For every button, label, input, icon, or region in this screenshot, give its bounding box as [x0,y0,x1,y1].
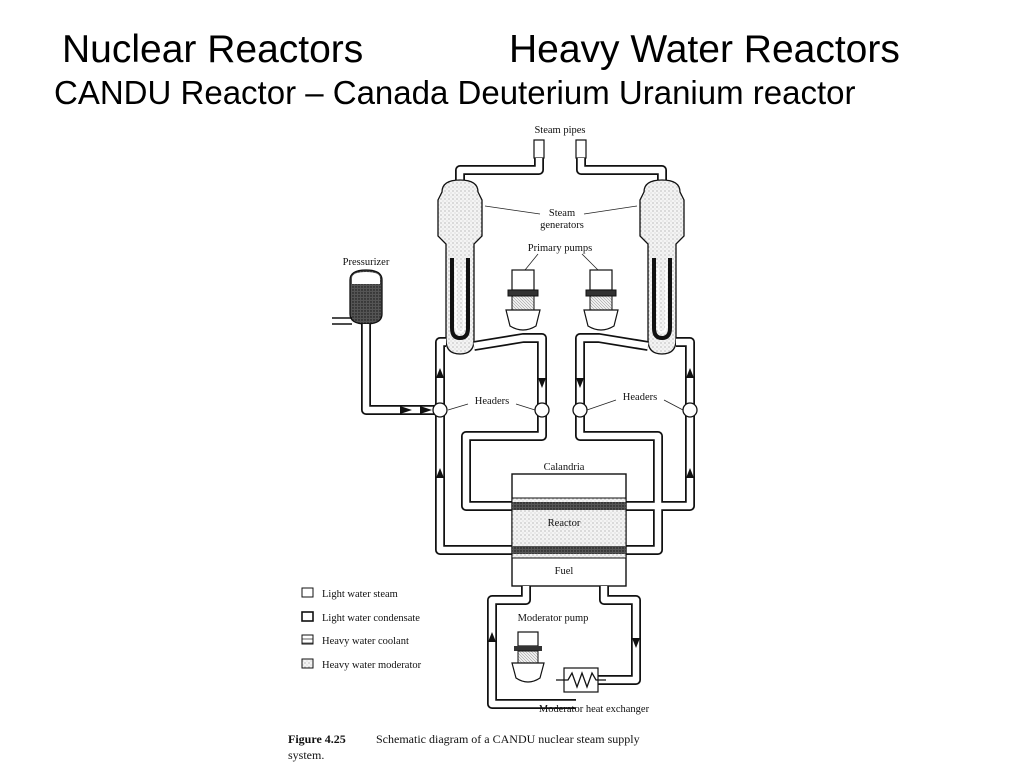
legend: Light water steam Light water condensate… [301,587,422,671]
flow-arrows [400,368,694,478]
label-reactor: Reactor [548,518,581,529]
legend-swatch-heavy-water-coolant [301,634,314,645]
primary-pump-left [505,269,541,331]
legend-label-light-water-condensate: Light water condensate [322,613,420,624]
calandria-reactor [511,473,627,587]
slide-title-heavy-water-reactors: Heavy Water Reactors [509,28,900,71]
moderator-loop [487,586,641,709]
moderator-pump [511,631,545,683]
label-moderator-pump: Moderator pump [518,613,589,624]
legend-label-heavy-water-moderator: Heavy water moderator [322,660,422,671]
label-steam-pipes: Steam pipes [534,125,585,136]
pressurizer [332,269,383,325]
header-valves [432,402,698,418]
label-moderator-heat-exchanger: Moderator heat exchanger [539,704,650,715]
label-primary-pumps: Primary pumps [528,243,592,254]
steam-generator-left [437,179,483,355]
candu-schematic-diagram: Steam pipes Steam generators Primary pum… [288,125,698,762]
slide-title-row: Nuclear Reactors Heavy Water Reactors [0,28,1024,76]
caption-figure-number: Figure 4.25 [288,732,346,746]
label-fuel: Fuel [555,566,574,577]
legend-swatch-light-water-steam [301,587,314,598]
legend-label-heavy-water-coolant: Heavy water coolant [322,636,409,647]
figure-caption: Figure 4.25 Schematic diagram of a CANDU… [288,732,640,762]
caption-line1: Schematic diagram of a CANDU nuclear ste… [376,732,640,746]
label-steam-generators-line1: Steam [549,208,575,219]
label-pressurizer: Pressurizer [343,257,390,268]
steam-pipes [455,139,667,190]
slide-title-nuclear-reactors: Nuclear Reactors [62,28,364,71]
legend-swatch-heavy-water-moderator [301,658,314,669]
legend-label-light-water-steam: Light water steam [322,589,398,600]
moderator-heat-exchanger [556,667,606,693]
label-headers-left: Headers [475,396,509,407]
caption-line2: system. [288,748,324,762]
label-headers-right: Headers [623,392,657,403]
primary-pump-right [583,269,619,331]
steam-generator-right [639,179,685,355]
label-calandria: Calandria [544,462,585,473]
legend-swatch-light-water-condensate [301,611,314,622]
primary-coolant-loop-left [361,324,547,555]
slide-subtitle: CANDU Reactor – Canada Deuterium Uranium… [54,74,856,111]
label-steam-generators-line2: generators [540,220,584,231]
